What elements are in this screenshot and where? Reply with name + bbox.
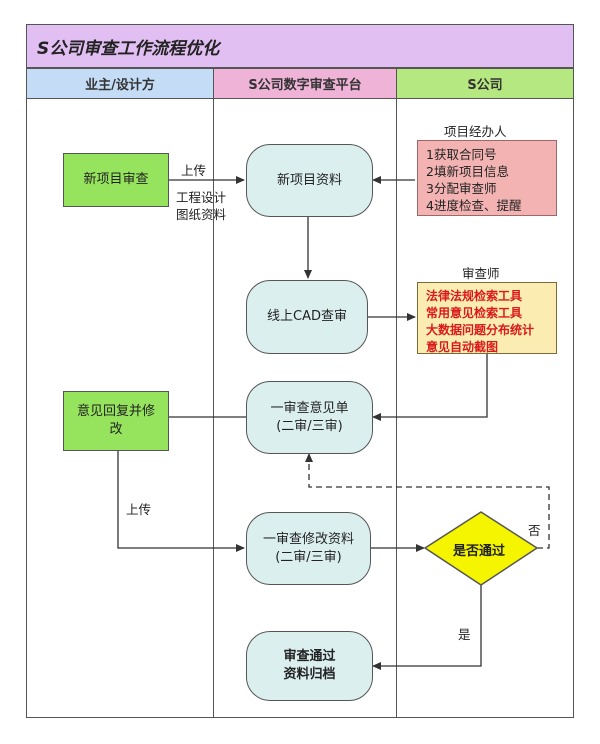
edge-label-drawing-data: 图纸资料 (176, 207, 227, 222)
manager-task-3: 3分配审查师 (426, 181, 497, 196)
node-first-review-opinion: 一审查意见单 (二审/三审) (246, 381, 373, 454)
reviewer-tool-4: 意见自动截图 (426, 340, 499, 354)
reviewer-tools-box: 法律法规检索工具 常用意见检索工具 大数据问题分布统计 意见自动截图 (417, 282, 557, 354)
node-opinion-line-1: 一审查意见单 (270, 400, 349, 416)
edge-label-upload-2: 上传 (126, 502, 152, 517)
manager-task-1: 1获取合同号 (426, 147, 497, 162)
diagram-title: S公司审查工作流程优化 (26, 24, 574, 68)
decision-label: 是否通过 (453, 544, 506, 559)
node-first-review-revision: 一审查修改资料 (二审/三审) (246, 512, 371, 585)
node-opinion-line-2: (二审/三审) (276, 418, 343, 434)
arrow-decision-no (305, 453, 550, 549)
manager-task-box: 1获取合同号 2填新项目信息 3分配审查师 4进度检查、提醒 (417, 140, 557, 216)
lane-divider-2 (396, 99, 397, 718)
node-new-project-data: 新项目资料 (246, 144, 373, 217)
edge-label-engineering-design: 工程设计 (176, 190, 227, 205)
decision-diamond (423, 511, 539, 586)
arrow-reviewer-to-opinion (372, 353, 488, 421)
arrow-owner-to-revision (117, 451, 245, 552)
node-revision-line-1: 一审查修改资料 (262, 531, 354, 547)
lane-header-company: S公司 (396, 68, 574, 99)
reviewer-tool-1: 法律法规检索工具 (426, 289, 523, 303)
node-reply-line-1: 意见回复并修 (76, 404, 155, 419)
node-reply-and-modify: 意见回复并修 改 (63, 391, 169, 451)
node-review-passed-archive: 审查通过 资料归档 (246, 631, 373, 701)
reviewer-label: 审查师 (462, 266, 500, 281)
node-online-cad-review: 线上CAD查审 (246, 280, 368, 354)
diagram-frame (26, 24, 574, 718)
node-archive-line-1: 审查通过 (283, 649, 336, 664)
edge-label-yes: 是 (458, 627, 471, 642)
node-new-project-data-label: 新项目资料 (276, 172, 342, 188)
lane-divider-1 (213, 99, 214, 718)
node-new-project-review: 新项目审查 (63, 153, 169, 207)
manager-task-4: 4进度检查、提醒 (426, 198, 522, 213)
node-new-project-review-label: 新项目审查 (83, 172, 149, 187)
node-online-cad-review-label: 线上CAD查审 (267, 309, 347, 324)
node-reply-line-2: 改 (109, 422, 123, 437)
lane-header-platform: S公司数字审查平台 (213, 68, 397, 99)
reviewer-tool-3: 大数据问题分布统计 (426, 323, 535, 337)
edge-label-upload-1: 上传 (181, 163, 207, 178)
arrow-decision-yes (372, 585, 482, 670)
edge-label-no: 否 (528, 523, 541, 538)
manager-label: 项目经办人 (444, 124, 507, 139)
manager-task-2: 2填新项目信息 (426, 164, 509, 179)
node-revision-line-2: (二审/三审) (275, 549, 342, 565)
node-archive-line-2: 资料归档 (283, 667, 336, 682)
reviewer-tool-2: 常用意见检索工具 (426, 306, 523, 320)
